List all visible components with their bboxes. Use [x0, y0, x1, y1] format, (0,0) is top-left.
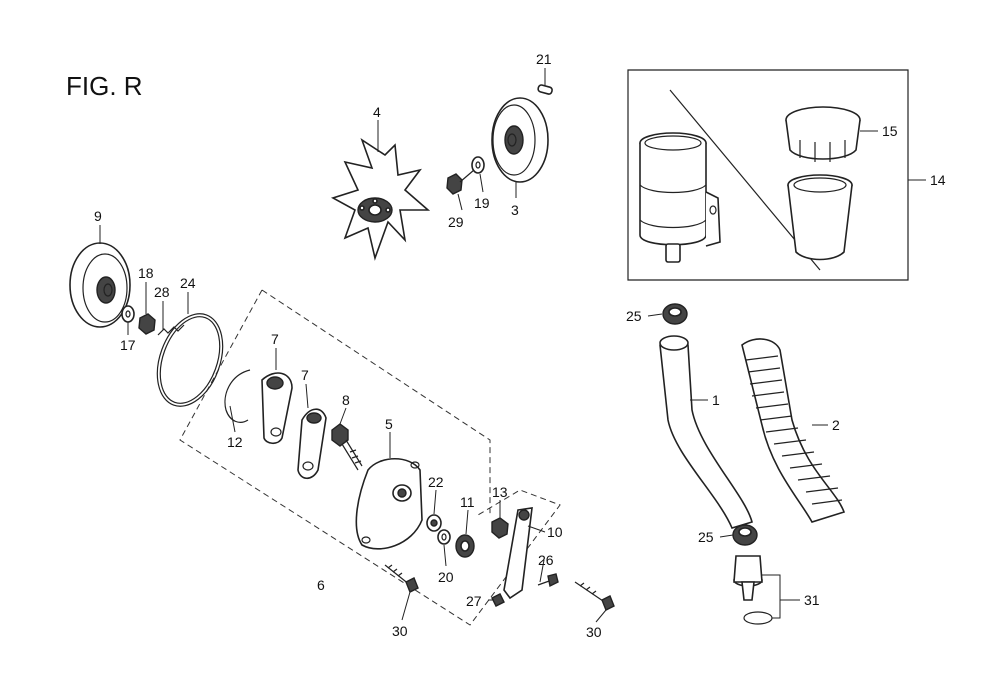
callout-1: 1: [712, 392, 720, 408]
strainer-filter: [787, 174, 853, 261]
part-20-washer: [437, 529, 451, 545]
callout-22: 22: [428, 474, 444, 490]
part-9-pulley: [69, 242, 131, 328]
assembly-6-boundary: [179, 289, 561, 626]
leader-lines: [99, 68, 926, 623]
part-13-nut: [491, 517, 509, 539]
callout-8: 8: [342, 392, 350, 408]
callout-7-lower: 7: [301, 367, 309, 383]
callout-25-lower: 25: [698, 529, 714, 545]
part-31-fitting: [733, 555, 773, 625]
part-30-bolt-left: [384, 564, 419, 593]
part-25-clamp-upper: [662, 303, 688, 325]
callout-labels: 1 2 3 4 5 6 7 7 8 9 10 11 12 13 14 15 17…: [94, 51, 946, 640]
callout-29: 29: [448, 214, 464, 230]
callout-7-upper: 7: [271, 331, 279, 347]
part-2-sleeve: [741, 338, 846, 523]
callout-2: 2: [832, 417, 840, 433]
figure-title: FIG. R: [66, 71, 143, 101]
callout-5: 5: [385, 416, 393, 432]
callout-10: 10: [547, 524, 563, 540]
part-5-drum: [355, 458, 423, 550]
part-18-nut: [138, 313, 156, 335]
part-4-fan: [330, 138, 431, 261]
part-1-hose: [659, 335, 753, 529]
callout-25-upper: 25: [626, 308, 642, 324]
callout-4: 4: [373, 104, 381, 120]
part-3-pulley: [491, 97, 549, 183]
part-15-cap: [785, 106, 861, 162]
callout-30-right: 30: [586, 624, 602, 640]
part-19-washer: [471, 156, 485, 174]
part-10-arm: [503, 507, 533, 600]
part-12-clip: [224, 369, 251, 423]
part-17-washer: [121, 305, 135, 323]
callout-14: 14: [930, 172, 946, 188]
callout-3: 3: [511, 202, 519, 218]
callout-26: 26: [538, 552, 554, 568]
part-7-shoe-upper: [261, 372, 293, 445]
callout-6: 6: [317, 577, 325, 593]
callout-15: 15: [882, 123, 898, 139]
callout-13: 13: [492, 484, 508, 500]
tank-body: [639, 132, 721, 263]
part-25-clamp-lower: [732, 524, 758, 546]
callout-9: 9: [94, 208, 102, 224]
callout-21: 21: [536, 51, 552, 67]
part-8-bolt: [331, 423, 363, 471]
part-22-washer: [426, 514, 442, 532]
callout-19: 19: [474, 195, 490, 211]
part-29-bolt: [446, 169, 475, 195]
callout-11: 11: [460, 494, 475, 510]
callout-24: 24: [180, 275, 196, 291]
part-30-bolt-right: [574, 581, 615, 611]
callout-27: 27: [466, 593, 482, 609]
callout-30-left: 30: [392, 623, 408, 639]
callout-18: 18: [138, 265, 154, 281]
callout-20: 20: [438, 569, 454, 585]
part-26-screw: [537, 573, 559, 588]
callout-31: 31: [804, 592, 820, 608]
callout-28: 28: [154, 284, 170, 300]
part-27-bolt: [491, 593, 505, 607]
part-11-bearing: [455, 534, 475, 558]
part-7-shoe-lower: [297, 408, 327, 480]
part-24-ring: [156, 313, 224, 407]
callout-12: 12: [227, 434, 243, 450]
callout-17: 17: [120, 337, 136, 353]
part-21-pin: [537, 84, 553, 95]
